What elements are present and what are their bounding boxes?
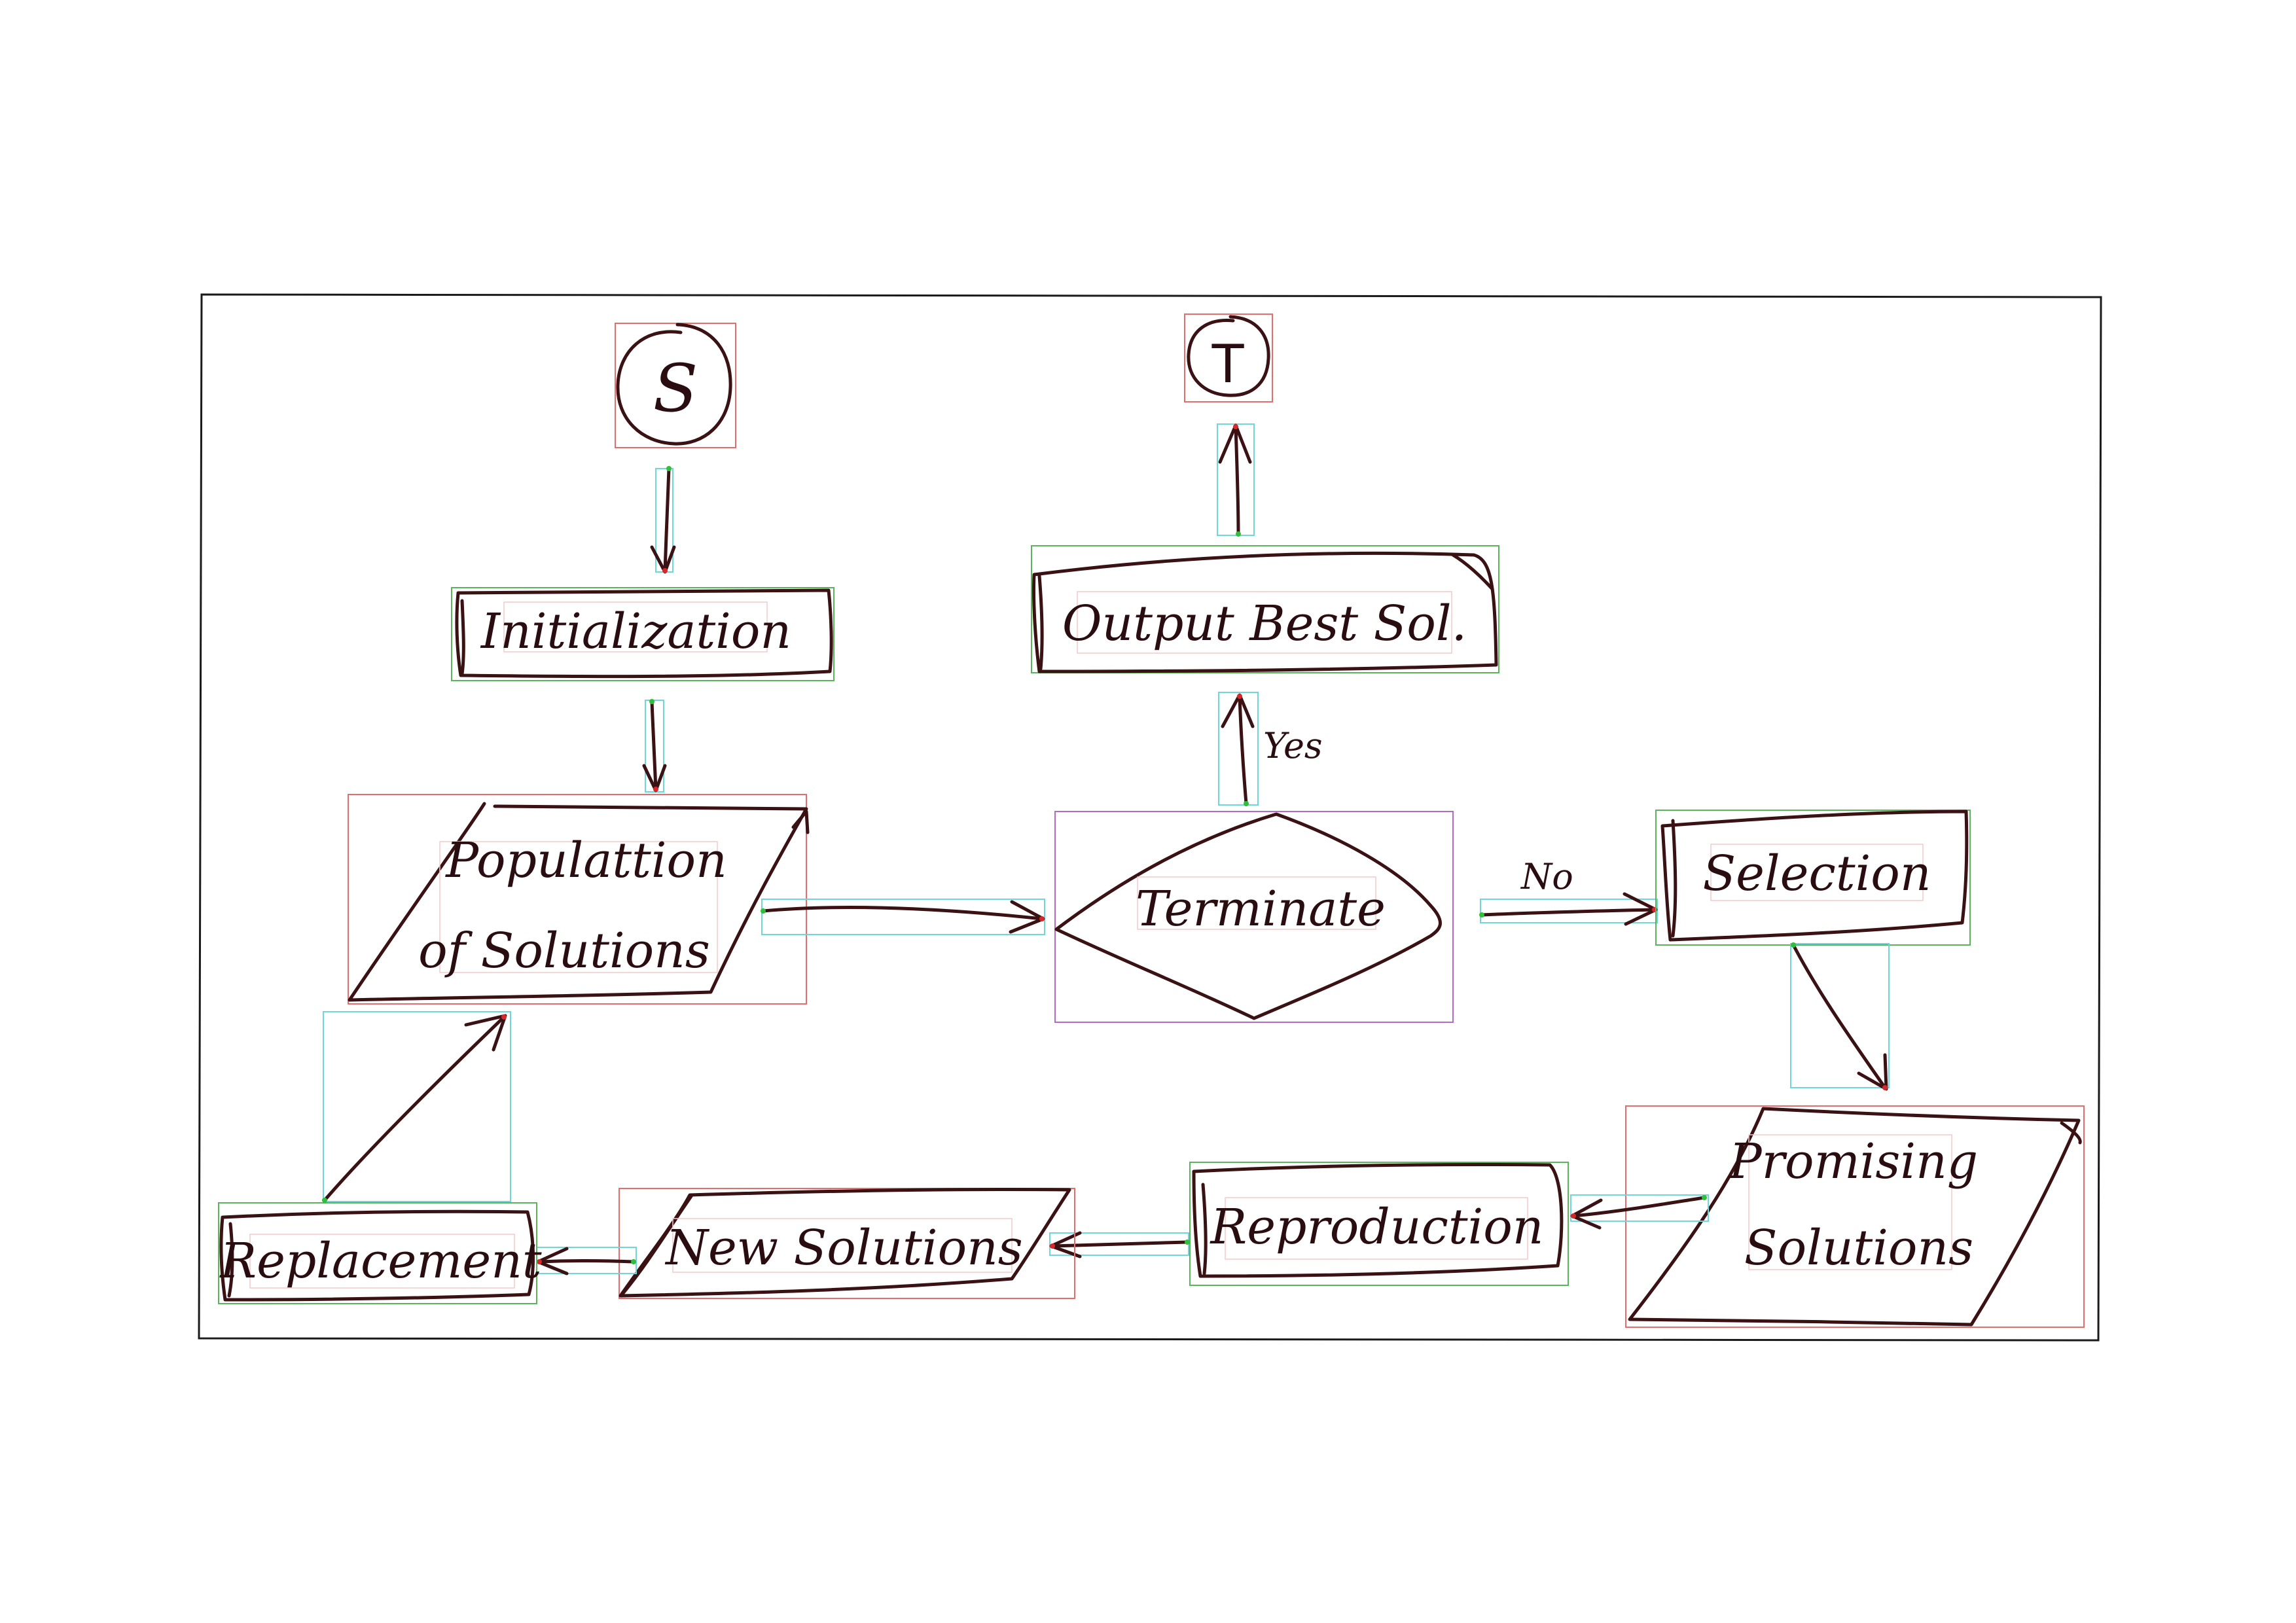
promising-label-line2: Solutions bbox=[1744, 1220, 1973, 1276]
edge-start-to-initialization bbox=[650, 466, 676, 574]
arrow-newsolutions-replacement bbox=[537, 1259, 636, 1264]
edge-label-yes: Yes bbox=[1263, 725, 1323, 766]
edge-promising-to-reproduction bbox=[1570, 1194, 1709, 1230]
selection-node: Selection bbox=[1655, 810, 1971, 946]
arrow-selection-promising bbox=[1791, 943, 1887, 1090]
replacement-label: Replacement bbox=[219, 1233, 542, 1289]
arrow-output-end bbox=[1234, 425, 1240, 536]
edge-terminate-to-output: Yes bbox=[1218, 692, 1323, 806]
edge-output-to-end bbox=[1217, 423, 1255, 537]
arrow-start-initialization bbox=[663, 467, 671, 573]
output-node: Output Best Sol. bbox=[1031, 545, 1499, 673]
population-label-line2: of Solutions bbox=[418, 923, 710, 979]
promising-label-line1: Promising bbox=[1728, 1133, 1978, 1190]
arrow-terminate-selection bbox=[1480, 908, 1657, 917]
promising-node: Promising Solutions bbox=[1625, 1105, 2085, 1328]
selection-label: Selection bbox=[1702, 846, 1931, 902]
population-node: Populattion of Solutions bbox=[348, 794, 810, 1005]
start-node-label: S bbox=[653, 350, 698, 427]
new-solutions-node: New Solutions bbox=[619, 1187, 1075, 1299]
edge-initialization-to-population bbox=[642, 699, 667, 793]
arrow-population-terminate bbox=[761, 906, 1044, 921]
edge-new-solutions-to-replacement bbox=[536, 1247, 637, 1275]
initialization-node: Initialization bbox=[451, 587, 834, 681]
arrow-initialization-population bbox=[650, 700, 658, 791]
replacement-node: Replacement bbox=[218, 1202, 542, 1304]
arrow-terminate-output bbox=[1238, 694, 1248, 806]
diagram-frame bbox=[198, 293, 2102, 1342]
terminate-label: Terminate bbox=[1136, 881, 1386, 937]
new-solutions-label: New Solutions bbox=[664, 1220, 1023, 1276]
terminate-node: Terminate bbox=[1054, 811, 1454, 1023]
arrow-reproduction-newsolutions bbox=[1050, 1240, 1189, 1248]
edge-terminate-to-selection: No bbox=[1479, 856, 1658, 926]
end-node: T bbox=[1184, 313, 1273, 402]
edge-reproduction-to-new-solutions bbox=[1049, 1231, 1190, 1258]
edge-replacement-to-population bbox=[322, 1011, 511, 1203]
edge-selection-to-promising bbox=[1790, 942, 1890, 1091]
start-node: S bbox=[615, 323, 736, 448]
end-node-label: T bbox=[1211, 334, 1245, 395]
edge-population-to-terminate bbox=[761, 899, 1045, 935]
output-label: Output Best Sol. bbox=[1062, 596, 1467, 652]
arrow-promising-reproduction bbox=[1571, 1196, 1706, 1218]
initialization-label: Initialization bbox=[480, 603, 791, 660]
edge-label-no: No bbox=[1520, 856, 1573, 897]
population-label-line1: Populattion bbox=[444, 832, 727, 889]
arrow-replacement-population bbox=[323, 1015, 506, 1202]
reproduction-label: Reproduction bbox=[1210, 1199, 1544, 1255]
reproduction-node: Reproduction bbox=[1189, 1162, 1569, 1286]
